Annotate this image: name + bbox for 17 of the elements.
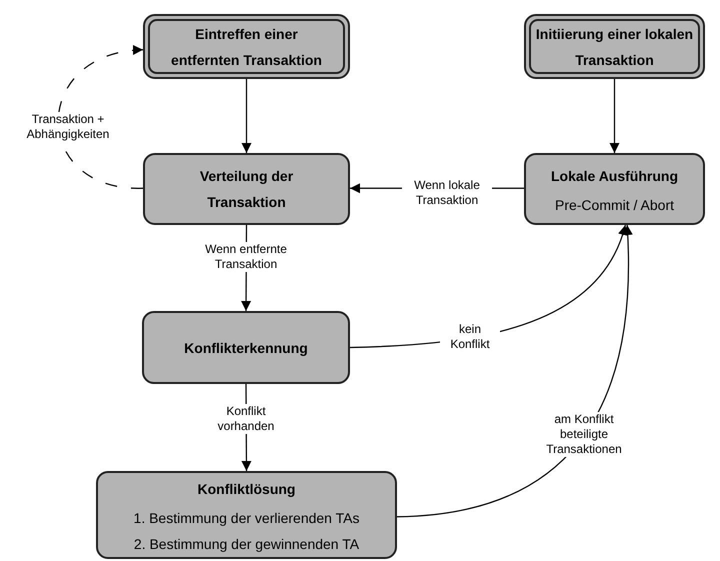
process-box (96, 471, 397, 559)
process-box (142, 311, 350, 384)
box-title: Konflikterkennung (184, 338, 308, 358)
box-text: 2. Bestimmung der gewinnenden TA (134, 535, 360, 554)
box-title: Initiierung einer lokalen Transaktion (534, 24, 694, 70)
box-title: Konfliktlösung (198, 480, 296, 499)
box-title: Verteilung der Transaktion (198, 167, 294, 212)
arrow (242, 79, 252, 153)
box-title: Eintreffen einer entfernten Transaktion (170, 24, 323, 70)
arrow (610, 79, 620, 153)
start-box (143, 14, 350, 79)
process-box (143, 153, 350, 225)
process-box (524, 153, 705, 225)
box-title: Lokale Ausführung (550, 167, 678, 186)
start-box (524, 14, 705, 79)
box-text: 1. Bestimmung der verlierenden TAs (134, 509, 360, 528)
box-text: Pre-Commit / Abort (554, 196, 674, 215)
